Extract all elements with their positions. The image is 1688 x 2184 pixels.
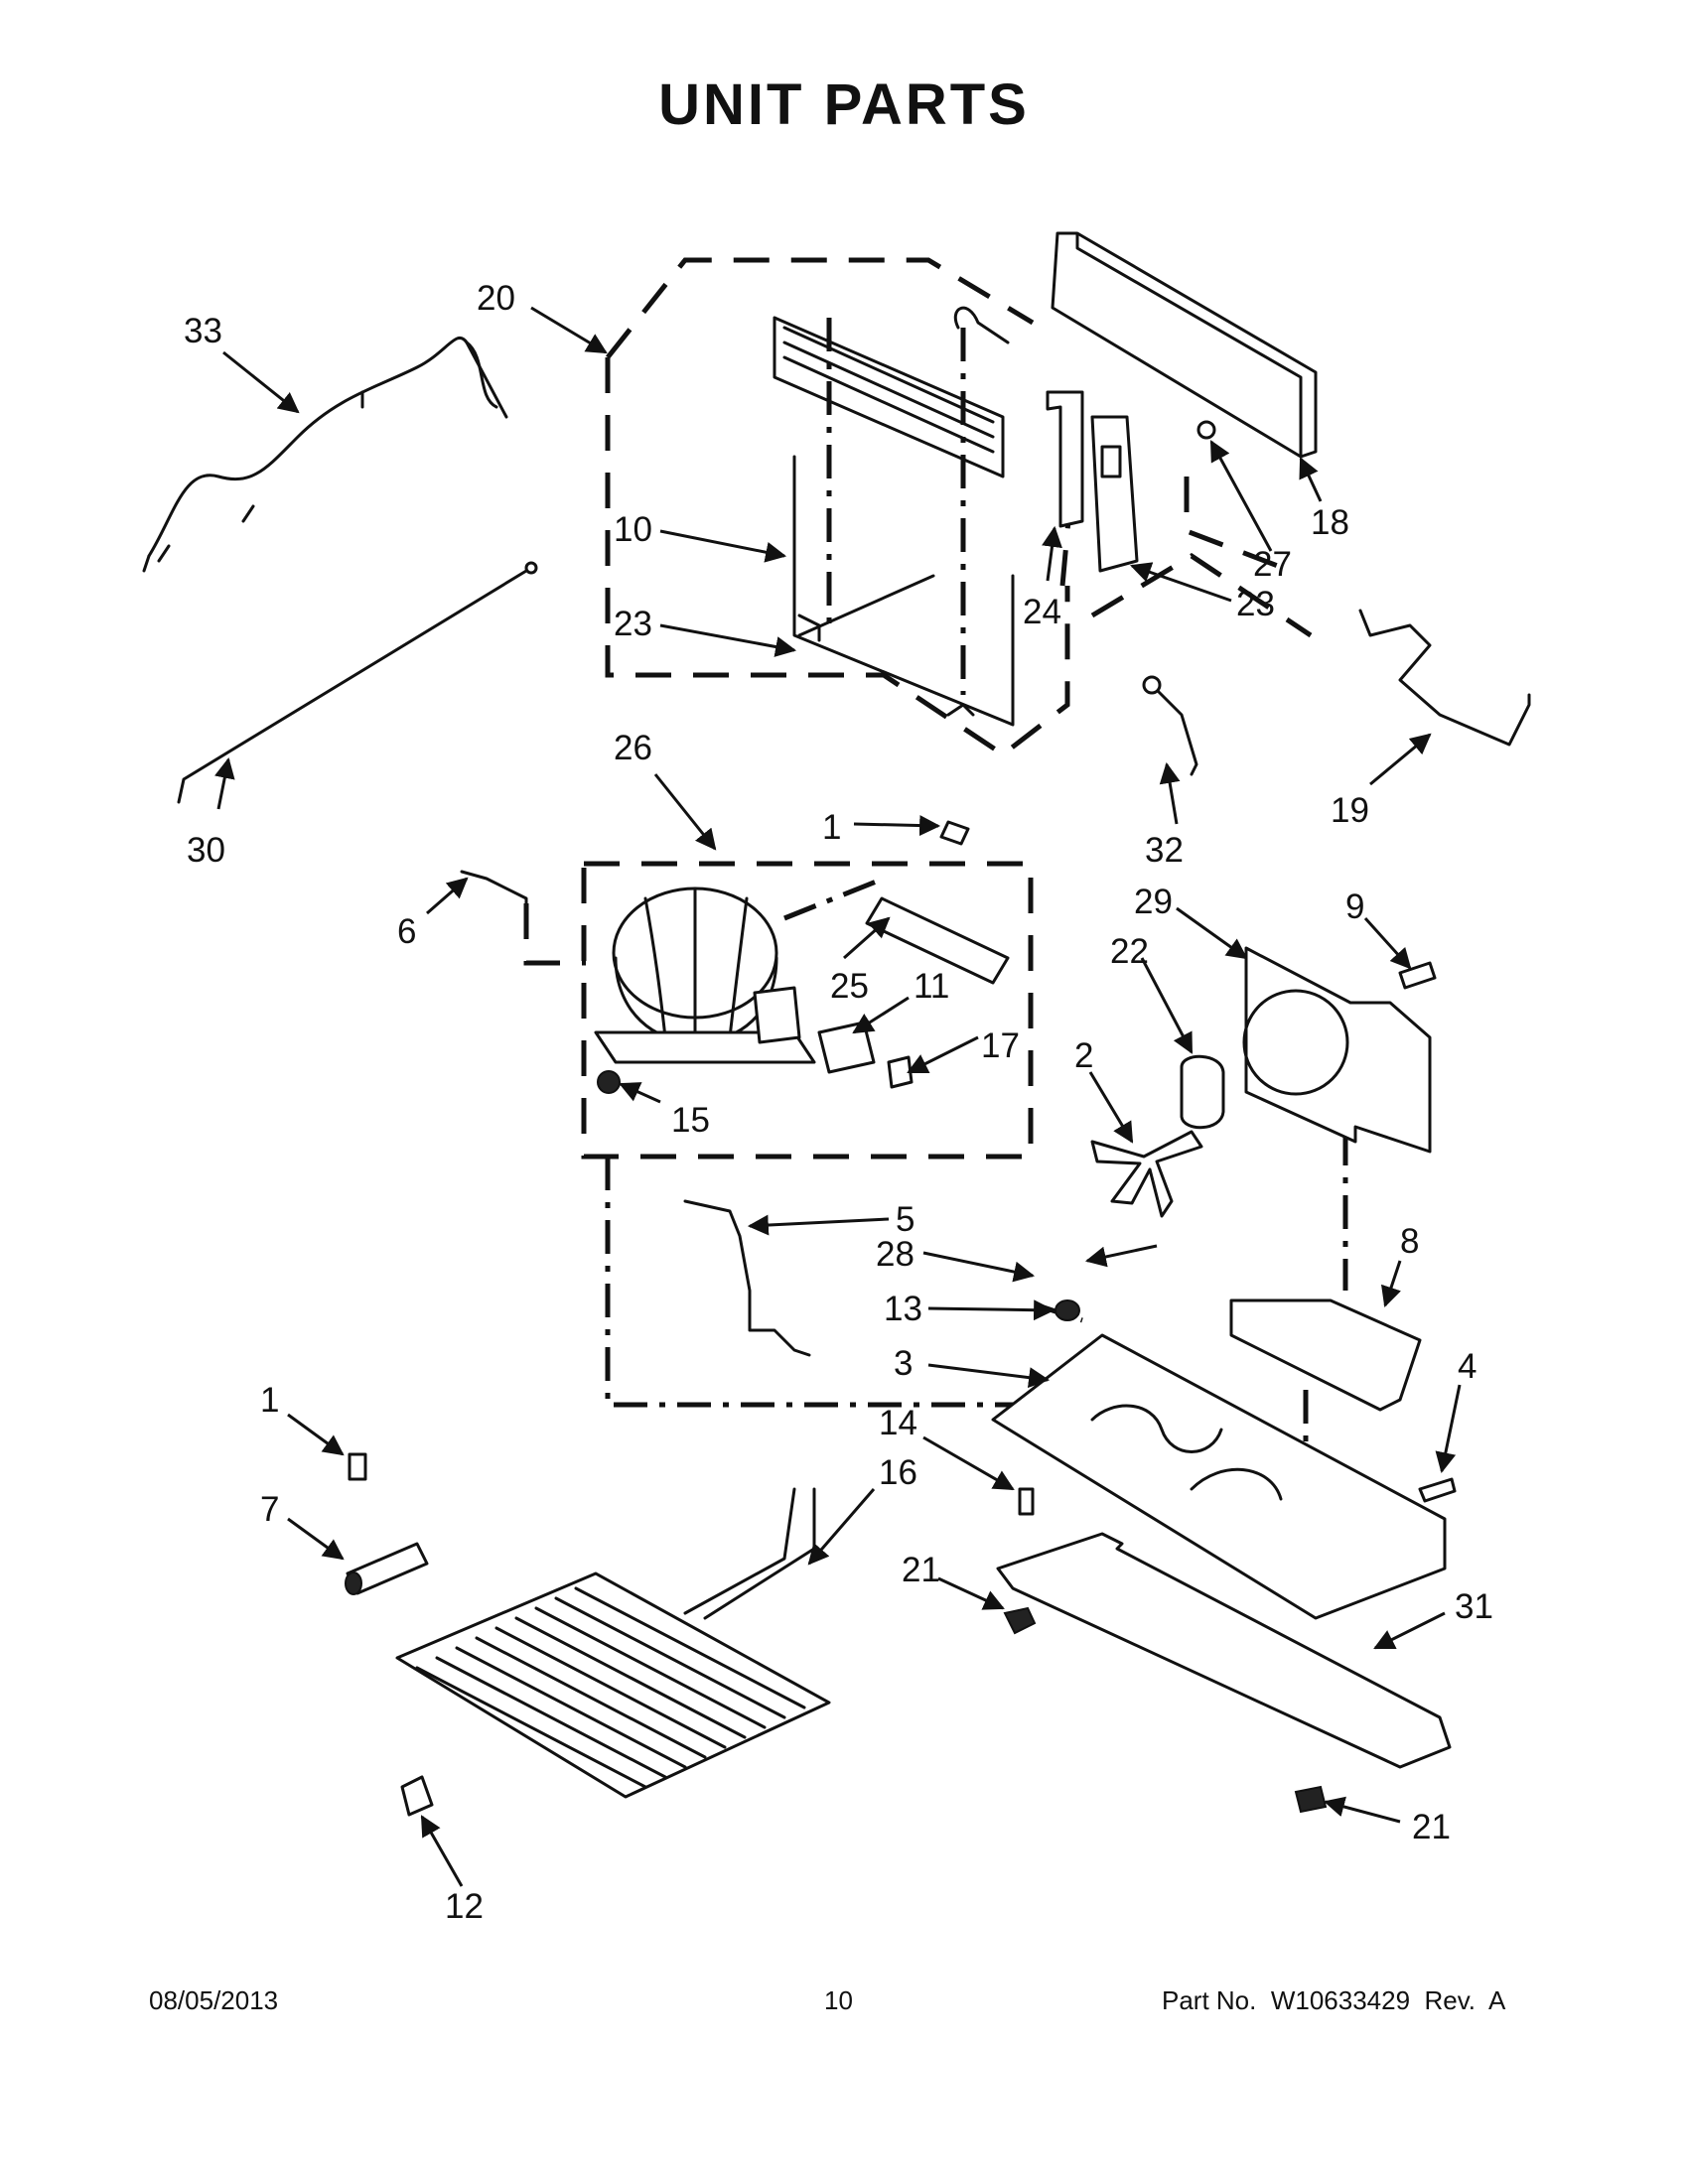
tube-5 [683, 1199, 811, 1357]
screw-9 [1398, 961, 1437, 990]
overload-17 [887, 1055, 914, 1089]
compressor-to-base-line [605, 1157, 1043, 1408]
footer-date: 08/05/2013 [149, 1985, 279, 2015]
callout-3: 3 [894, 1344, 913, 1383]
wire-harness-33-leads [142, 341, 508, 573]
callout-8: 8 [1400, 1222, 1419, 1261]
wire-harness-33 [147, 336, 498, 558]
callout-16: 16 [879, 1453, 917, 1492]
callout-10: 10 [614, 510, 652, 549]
nut-27 [1196, 420, 1216, 440]
callout-15: 15 [671, 1101, 710, 1140]
screw-1-top [939, 820, 970, 846]
bracket-6-line [523, 903, 586, 966]
grommet-15 [597, 1070, 621, 1094]
grommet-13 [1055, 1299, 1080, 1321]
evaporator-group-boundary [605, 257, 1075, 758]
callout-18: 18 [1311, 503, 1349, 542]
callout-27: 27 [1253, 545, 1292, 584]
bracket-24 [1046, 390, 1084, 528]
callout-24: 24 [1023, 593, 1061, 631]
condenser-16-coils [415, 1586, 806, 1789]
footer-part-number: Part No. W10633429 Rev. A [1162, 1985, 1506, 2015]
callout-21-bottom: 21 [1412, 1808, 1451, 1846]
callout-30: 30 [187, 831, 225, 870]
screw-4 [1418, 1477, 1457, 1503]
compressor-group-boundary [581, 861, 1034, 1160]
callout-12: 12 [445, 1887, 484, 1926]
callout-14: 14 [879, 1404, 917, 1442]
callout-33: 33 [184, 312, 222, 350]
callout-25: 25 [830, 967, 869, 1006]
callout-5: 5 [896, 1200, 914, 1239]
foot-21-left [1003, 1606, 1037, 1635]
thermistor-32-head [1142, 675, 1162, 695]
callout-9: 9 [1345, 887, 1364, 926]
condenser-16 [395, 1571, 831, 1799]
callout-2: 2 [1074, 1036, 1093, 1075]
callout-29: 29 [1134, 883, 1173, 921]
insulation-pad-31 [996, 1532, 1452, 1769]
evaporator-tube-loop [953, 306, 1010, 344]
fan-shroud-29 [1244, 946, 1432, 1154]
callout-1-bottom: 1 [260, 1381, 279, 1420]
callout-23-left: 23 [614, 605, 652, 643]
callout-28: 28 [876, 1235, 914, 1274]
drier-25 [865, 896, 1010, 985]
callout-11: 11 [914, 967, 949, 1006]
callout-23-right: 23 [1236, 585, 1275, 623]
fan-bracket-8 [1229, 1298, 1422, 1412]
bracket-23 [1090, 415, 1139, 573]
base-pan-3 [991, 1333, 1447, 1620]
bracket-group-boundary [1184, 477, 1292, 574]
callout-4: 4 [1458, 1347, 1477, 1386]
fan-shroud-opening [1242, 989, 1349, 1096]
callout-20: 20 [477, 279, 515, 318]
thermistor-32 [1150, 683, 1198, 776]
evaporator-coil-tubes [773, 316, 1005, 478]
page-title: UNIT PARTS [658, 72, 1030, 137]
tubing-19 [1358, 609, 1531, 747]
screw-1-bottom [348, 1452, 367, 1481]
bracket-6 [460, 870, 528, 915]
heater-clips-23 [797, 614, 975, 717]
footer-page-number: 10 [824, 1985, 853, 2015]
callout-31: 31 [1455, 1587, 1493, 1626]
callout-21-top: 21 [902, 1551, 940, 1589]
drier-center-line [783, 876, 885, 921]
evaporator-heater-10 [792, 455, 1015, 727]
callout-22: 22 [1110, 932, 1149, 971]
callout-1-top: 1 [822, 808, 841, 847]
fan-blade-2 [1090, 1130, 1203, 1218]
callout-32: 32 [1145, 831, 1184, 870]
callout-7: 7 [260, 1490, 279, 1529]
callout-6: 6 [397, 912, 416, 951]
condenser-16-leads [683, 1487, 816, 1620]
sensor-wire-30-end [524, 561, 538, 575]
compressor-terminal-box [753, 986, 801, 1044]
callout-13: 13 [884, 1290, 922, 1328]
clip-12 [400, 1775, 434, 1817]
fan-motor-22 [1180, 1054, 1225, 1130]
base-pan-3-detail-2 [1190, 1467, 1283, 1501]
foot-21-right [1294, 1785, 1328, 1814]
callout-26: 26 [614, 729, 652, 767]
leader-lines [213, 306, 1462, 1887]
callout-19: 19 [1331, 791, 1369, 830]
relay-11 [817, 1021, 876, 1074]
sensor-wire-30 [177, 566, 533, 804]
cover-18 [1051, 231, 1318, 459]
callout-17: 17 [981, 1026, 1020, 1065]
evaporator-group-boundary-2 [1090, 553, 1313, 638]
screw-14 [1018, 1487, 1035, 1516]
insulator-7-end [345, 1571, 362, 1595]
bracket-23-slot [1100, 445, 1122, 478]
callout-labels: 20 33 10 23 24 23 27 18 30 26 1 32 19 6 … [184, 279, 1493, 1926]
compressor-26-seams [643, 887, 749, 1044]
base-pan-3-detail [1090, 1404, 1223, 1453]
